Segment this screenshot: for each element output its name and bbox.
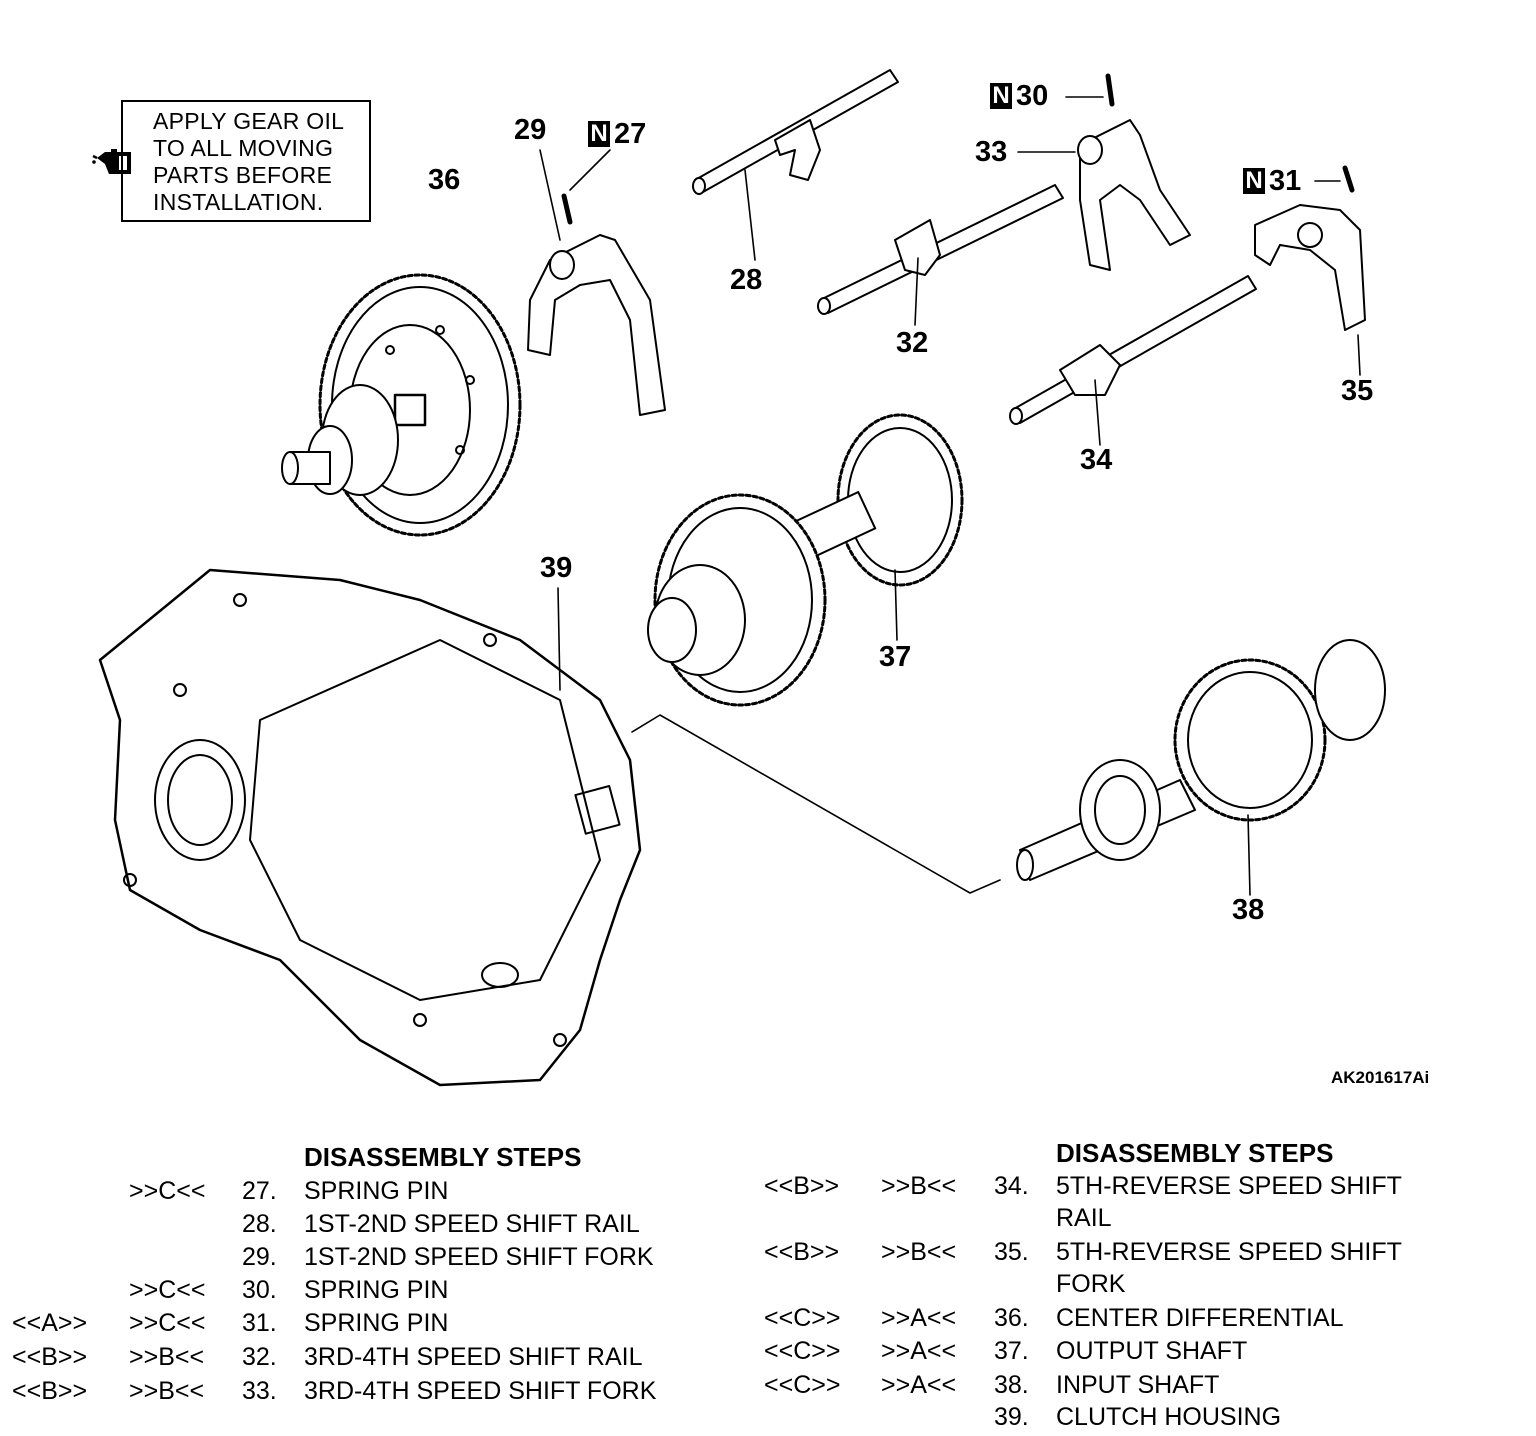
- callout-38: 38: [1232, 894, 1265, 926]
- output-shaft-part: [647, 413, 964, 707]
- callout-35: 35: [1341, 375, 1374, 407]
- callout-34: 34: [1080, 444, 1113, 476]
- center-differential-part: [281, 273, 522, 537]
- exploded-view-illustration: [98, 69, 1386, 1087]
- new-part-marker: N: [1243, 168, 1265, 194]
- callout-28: 28: [730, 264, 763, 296]
- new-part-marker: N: [588, 121, 610, 147]
- new-part-marker: N: [990, 83, 1012, 109]
- shift-fork-5th-reverse-part: [1254, 165, 1366, 331]
- disassembly-steps-right: DISASSEMBLY STEPS <<B>>>>B<<34.5TH-REVER…: [764, 1138, 1402, 1431]
- shift-fork-3rd-4th-part: [1077, 73, 1191, 271]
- figure-id: AK201617Ai: [1331, 1068, 1430, 1087]
- disassembly-steps-left: DISASSEMBLY STEPS >>C<<27.SPRING PIN 28.…: [12, 1142, 657, 1405]
- callout-33: 33: [975, 136, 1008, 168]
- leader-lines: [539, 96, 1361, 896]
- callout-32: 32: [896, 327, 929, 359]
- note-line: INSTALLATION.: [153, 189, 324, 215]
- shift-fork-1st-2nd-part: [527, 193, 666, 416]
- callout-29: 29: [514, 114, 547, 146]
- input-shaft-part: [1016, 639, 1386, 881]
- shift-rail-1st-2nd-part: [692, 69, 899, 195]
- steps-heading: DISASSEMBLY STEPS: [1056, 1138, 1334, 1168]
- callout-37: 37: [879, 641, 912, 673]
- note-line: APPLY GEAR OIL: [153, 108, 345, 134]
- callout-39: 39: [540, 552, 573, 584]
- gear-oil-note: APPLY GEAR OIL TO ALL MOVING PARTS BEFOR…: [121, 100, 371, 222]
- callout-36: 36: [428, 164, 461, 196]
- shift-rail-3rd-4th-part: [817, 184, 1064, 315]
- clutch-housing-part: [98, 568, 642, 1087]
- note-line: PARTS BEFORE: [153, 162, 333, 188]
- shift-rail-5th-reverse-part: [1009, 275, 1257, 425]
- steps-heading: DISASSEMBLY STEPS: [304, 1142, 582, 1172]
- note-line: TO ALL MOVING: [153, 135, 334, 161]
